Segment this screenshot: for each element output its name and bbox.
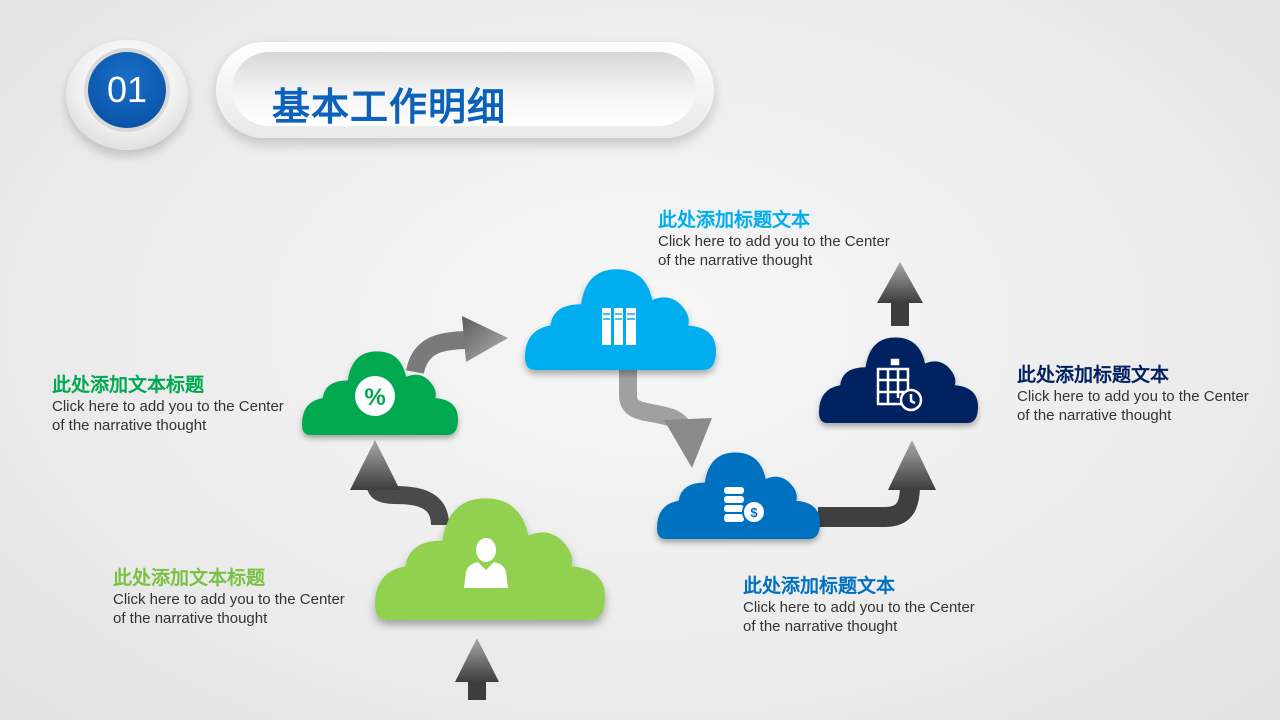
title-pill-inner (232, 52, 696, 126)
section-number: 01 (84, 48, 170, 132)
block-text-line2: of the narrative thought (113, 610, 268, 627)
text-block-bottom-light-green: 此处添加文本标题 Click here to add you to the Ce… (113, 563, 345, 628)
block-text-line2: of the narrative thought (52, 417, 207, 434)
block-heading: 此处添加标题文本 (658, 209, 811, 231)
block-heading: 此处添加文本标题 (113, 567, 266, 589)
coins-cloud (657, 452, 820, 539)
arrow-to-server-cloud (406, 316, 508, 375)
text-block-bottom-blue: 此处添加标题文本 Click here to add you to the Ce… (743, 571, 975, 636)
block-text-line1: Click here to add you to the Center (743, 599, 975, 616)
coins-dollar-icon: $ (724, 487, 766, 524)
svg-text:$: $ (750, 505, 758, 520)
block-text-line1: Click here to add you to the Center (658, 233, 890, 250)
arrow-top-up (877, 262, 923, 326)
calendar-clock-icon (876, 358, 923, 412)
block-text-line2: of the narrative thought (743, 618, 898, 635)
block-text-line2: of the narrative thought (658, 252, 813, 269)
block-text-line1: Click here to add you to the Center (113, 591, 345, 608)
businessman-icon (464, 538, 508, 588)
server-rack-icon (602, 308, 636, 345)
arrow-to-percent-cloud (350, 440, 449, 526)
svg-text:%: % (364, 384, 385, 411)
arrow-bottom-up (455, 638, 499, 700)
arrow-to-coins-cloud (619, 370, 712, 468)
block-heading: 此处添加文本标题 (52, 374, 205, 396)
block-text-line1: Click here to add you to the Center (1017, 388, 1249, 405)
block-heading: 此处添加标题文本 (743, 575, 896, 597)
text-block-right-navy: 此处添加标题文本 Click here to add you to the Ce… (1017, 360, 1249, 425)
block-text-line1: Click here to add you to the Center (52, 398, 284, 415)
page-title: 基本工作明细 (272, 85, 507, 129)
arrow-to-calendar-cloud (818, 440, 936, 527)
block-text-line2: of the narrative thought (1017, 407, 1172, 424)
block-heading: 此处添加标题文本 (1017, 364, 1170, 386)
text-block-top-sky: 此处添加标题文本 Click here to add you to the Ce… (658, 205, 890, 270)
percent-badge-icon: % (355, 376, 395, 416)
text-block-left-green: 此处添加文本标题 Click here to add you to the Ce… (52, 370, 284, 435)
